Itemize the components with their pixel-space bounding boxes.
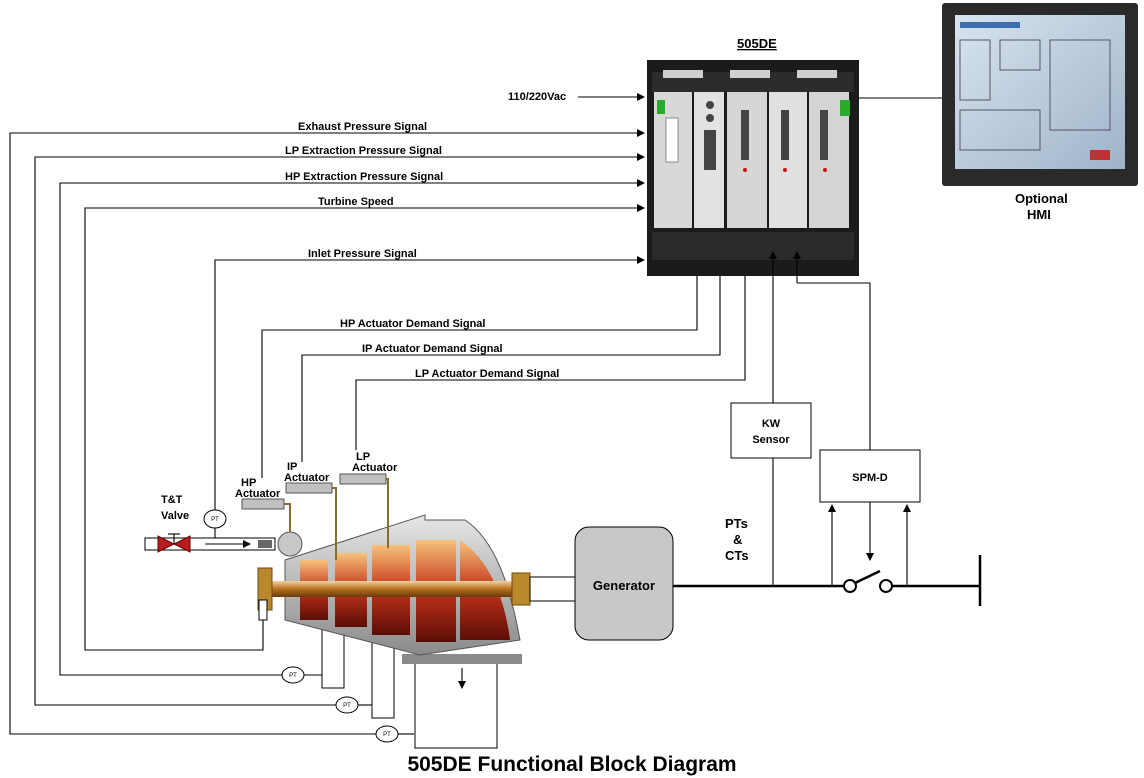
- diagram-title: 505DE Functional Block Diagram: [407, 753, 736, 776]
- hp-actuator-label-line2: Actuator: [235, 488, 281, 500]
- inlet-pressure-label: Inlet Pressure Signal: [308, 248, 417, 260]
- ip-actuator-label-line1: IP: [287, 461, 297, 473]
- svg-text:PT: PT: [211, 517, 219, 523]
- lp-extraction-pressure-line: LP Extraction Pressure Signal: [34, 145, 645, 706]
- ip-actuator-demand-line: IP Actuator Demand Signal: [301, 276, 721, 462]
- hp-actuator-label-line1: HP: [241, 477, 256, 489]
- svg-text:PT: PT: [289, 673, 297, 679]
- exhaust-pressure-line: Exhaust Pressure Signal: [9, 121, 645, 735]
- pts-label-line3: CTs: [725, 548, 749, 563]
- controller-label: 505DE: [737, 36, 777, 51]
- controller-505de: 505DE: [647, 36, 859, 276]
- pt-sensor-exhaust: PT: [375, 725, 414, 743]
- inlet-pressure-line: Inlet Pressure Signal: [214, 248, 645, 510]
- steam-turbine: [257, 514, 531, 749]
- pts-cts-label: PTs & CTs: [725, 516, 749, 563]
- kw-sensor-label-line1: KW: [762, 418, 781, 430]
- hp-extraction-pressure-line: HP Extraction Pressure Signal: [59, 171, 645, 676]
- hp-actuator-demand-line: HP Actuator Demand Signal: [261, 276, 698, 478]
- inlet-piping: [144, 520, 303, 557]
- pts-label-line1: PTs: [725, 516, 748, 531]
- ip-actuator-label-line2: Actuator: [284, 472, 330, 484]
- spm-d: SPM-D: [793, 251, 921, 586]
- spm-d-label: SPM-D: [852, 472, 888, 484]
- lp-actuator-demand-label: LP Actuator Demand Signal: [415, 368, 559, 380]
- pt-sensor-lp-extraction: PT: [335, 696, 372, 714]
- lp-actuator-label-line2: Actuator: [352, 462, 398, 474]
- lp-extraction-pressure-label: LP Extraction Pressure Signal: [285, 145, 442, 157]
- hp-actuator: HP Actuator: [235, 477, 291, 532]
- turbine-speed-line: Turbine Speed: [84, 196, 645, 651]
- hmi-label-line1: Optional: [1015, 191, 1068, 206]
- generator: Generator: [529, 526, 674, 641]
- svg-text:PT: PT: [343, 703, 351, 709]
- generator-label: Generator: [593, 578, 655, 593]
- pt-sensor-hp-extraction: PT: [281, 666, 322, 684]
- svg-text:PT: PT: [383, 732, 391, 738]
- lp-actuator-demand-line: LP Actuator Demand Signal: [355, 276, 746, 450]
- valve-label-line1: T&T: [161, 494, 183, 506]
- kw-sensor: KW Sensor: [730, 251, 812, 586]
- lp-actuator-label-line1: LP: [356, 451, 370, 463]
- ip-actuator-demand-label: IP Actuator Demand Signal: [362, 343, 503, 355]
- kw-sensor-label-line2: Sensor: [752, 434, 790, 446]
- lp-actuator: LP Actuator: [339, 451, 398, 548]
- power-input-label: 110/220Vac: [508, 91, 566, 103]
- hmi-label-line2: HMI: [1027, 207, 1051, 222]
- valve-label-line2: Valve: [161, 510, 189, 522]
- electrical-bus: [673, 555, 982, 606]
- hp-extraction-pressure-label: HP Extraction Pressure Signal: [285, 171, 443, 183]
- ip-actuator: IP Actuator: [284, 461, 337, 560]
- tt-valve: T&T Valve: [157, 494, 191, 553]
- turbine-speed-label: Turbine Speed: [318, 196, 394, 208]
- exhaust-pressure-label: Exhaust Pressure Signal: [298, 121, 427, 133]
- optional-hmi: Optional HMI: [859, 3, 1138, 222]
- pts-label-line2: &: [733, 532, 742, 547]
- hp-actuator-demand-label: HP Actuator Demand Signal: [340, 318, 485, 330]
